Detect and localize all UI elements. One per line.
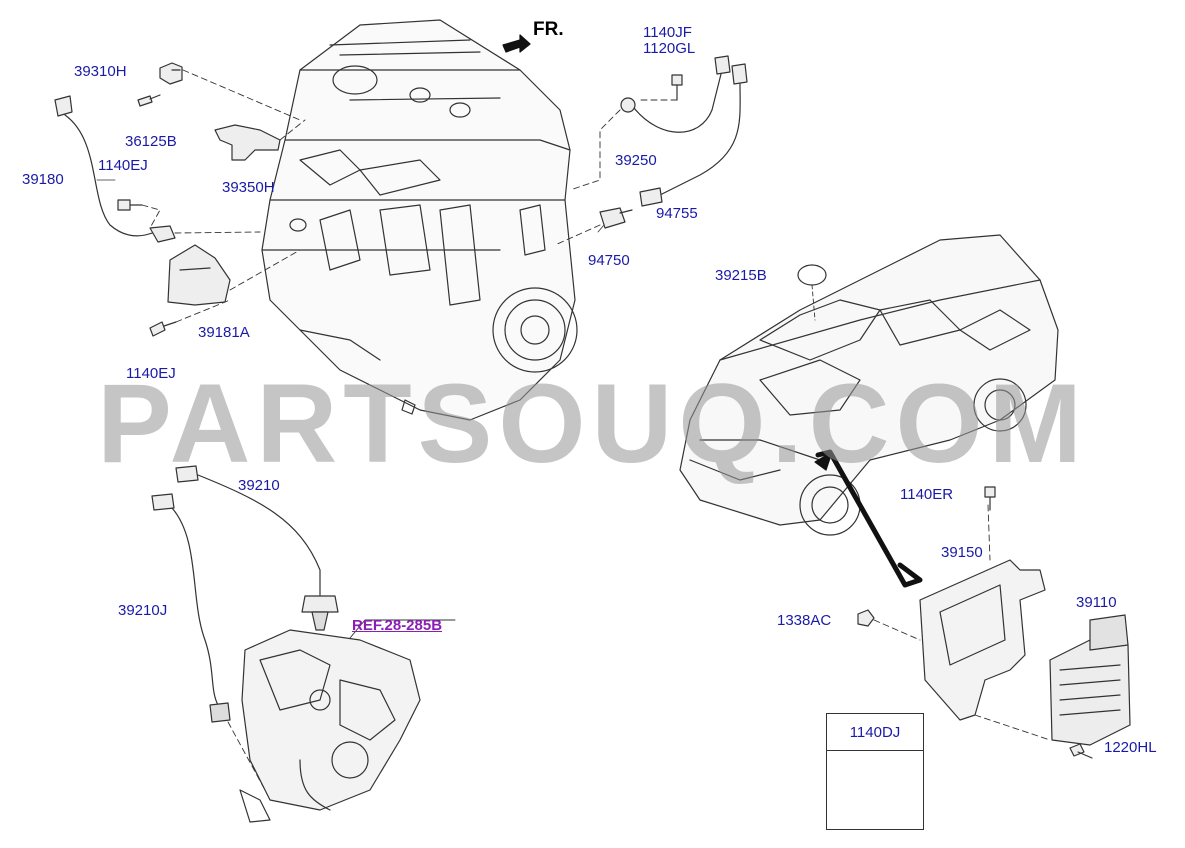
label-39215B[interactable]: 39215B — [715, 267, 767, 284]
label-1140EJ-upper[interactable]: 1140EJ — [98, 157, 148, 174]
label-39110[interactable]: 39110 — [1076, 594, 1117, 611]
front-direction-label: FR. — [533, 19, 564, 40]
label-1120GL[interactable]: 1120GL — [643, 40, 696, 57]
label-1220HL[interactable]: 1220HL — [1104, 739, 1157, 756]
bolt-1140EJ-upper[interactable] — [117, 199, 143, 211]
reference-link[interactable]: REF.28-285B — [352, 617, 443, 634]
label-39250[interactable]: 39250 — [615, 152, 657, 169]
crank-position-sensor[interactable] — [54, 95, 176, 243]
sensor-bracket[interactable] — [214, 124, 281, 161]
bolt-1140JF[interactable] — [671, 74, 683, 101]
oil-pressure-switch[interactable] — [599, 207, 633, 229]
label-94750[interactable]: 94750 — [588, 252, 630, 269]
engine-control-unit[interactable] — [1049, 614, 1131, 746]
bolt-1140ER[interactable] — [984, 486, 996, 511]
nut-1338AC[interactable] — [857, 609, 875, 627]
label-94755[interactable]: 94755 — [656, 205, 698, 222]
engine-block[interactable] — [261, 19, 578, 421]
bolt-1220HL[interactable] — [1069, 743, 1093, 759]
label-39210[interactable]: 39210 — [238, 477, 280, 494]
sensor-harness[interactable] — [639, 63, 748, 207]
callout-box-1140DJ: 1140DJ — [826, 713, 924, 830]
callout-header: 1140DJ — [827, 714, 923, 751]
label-39180[interactable]: 39180 — [22, 171, 64, 188]
oxygen-sensor-downstream[interactable] — [151, 493, 231, 723]
bolt-1140EJ-lower[interactable] — [149, 321, 177, 337]
callout-label[interactable]: 1140DJ — [849, 723, 901, 741]
cam-position-sensor[interactable] — [159, 62, 183, 85]
label-1338AC[interactable]: 1338AC — [777, 612, 832, 629]
front-arrow — [502, 34, 531, 53]
exhaust-manifold[interactable] — [239, 629, 421, 823]
location-arrow — [815, 449, 923, 588]
oxygen-sensor-upstream[interactable] — [175, 465, 339, 631]
vehicle-outline[interactable] — [679, 234, 1059, 536]
label-1140JF[interactable]: 1140JF — [643, 24, 692, 41]
knock-sensor[interactable] — [620, 55, 731, 133]
label-39181A[interactable]: 39181A — [198, 324, 250, 341]
bolt-36125B[interactable] — [137, 94, 161, 107]
label-1140ER[interactable]: 1140ER — [900, 486, 954, 503]
sensor-cover[interactable] — [167, 244, 231, 306]
label-39150[interactable]: 39150 — [941, 544, 983, 561]
label-39210J[interactable]: 39210J — [118, 602, 168, 619]
label-36125B[interactable]: 36125B — [125, 133, 177, 150]
label-39350H[interactable]: 39350H — [222, 179, 275, 196]
label-1140EJ-lower[interactable]: 1140EJ — [126, 365, 176, 382]
label-39310H[interactable]: 39310H — [74, 63, 127, 80]
ecu-bracket[interactable] — [919, 559, 1046, 721]
